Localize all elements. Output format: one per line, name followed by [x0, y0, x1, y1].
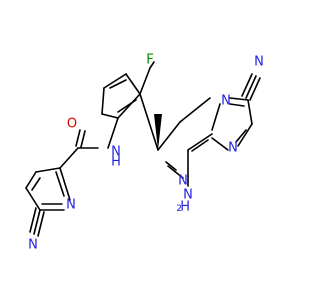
atom-n-nitrile-top: N — [254, 55, 264, 70]
atom-n-bridgehead: N — [221, 94, 231, 109]
atom-n-pyridine: N — [66, 198, 76, 213]
bond-pz-3 — [167, 165, 184, 179]
atom-f: F — [146, 53, 153, 68]
bond-co-1 — [75, 129, 81, 147]
atom-n-amide: N — [111, 145, 121, 160]
bond-im-5b — [229, 103, 245, 107]
bond-cn-top-3 — [241, 73, 253, 97]
molecule-canvas: N F O N H N N N N N H 2 N — [25, 53, 264, 253]
bond-cn-top-2 — [249, 77, 261, 101]
bond-pz-3b — [165, 161, 177, 171]
bond-im-2 — [237, 123, 253, 147]
bond-py-2 — [25, 171, 37, 189]
bond-ph-5 — [103, 73, 127, 89]
atom-nh2-n: N — [183, 188, 193, 203]
bond-pz-1b — [191, 139, 209, 152]
bond-py-5b — [55, 171, 65, 197]
atom-n-nitrile-left: N — [28, 238, 38, 253]
atom-o: O — [67, 117, 77, 132]
atom-n-imidazole: N — [228, 141, 238, 156]
bond-py-cn-2 — [29, 207, 37, 233]
bond-pz-4 — [157, 121, 181, 151]
bonds — [25, 61, 261, 237]
bond-amide-py — [59, 147, 79, 169]
bond-cn-top-1 — [245, 75, 257, 99]
atom-nh2-subscript: 2 — [176, 204, 182, 214]
bond-py-5 — [59, 167, 71, 201]
bond-im-2b — [235, 129, 247, 143]
bond-ph-2 — [117, 93, 141, 119]
atom-h-amide: H — [111, 155, 121, 170]
bond-py-cn-1 — [33, 209, 41, 235]
bond-co-2 — [80, 130, 86, 148]
bond-ph-3 — [101, 113, 119, 119]
bond-py-cn-3 — [37, 211, 45, 237]
bond-py-1 — [35, 167, 61, 173]
bond-im-3 — [211, 137, 229, 151]
molecule-structure: N F O N H N N N N N H 2 N — [25, 53, 264, 253]
bond-py-3 — [25, 187, 41, 211]
bond-pz-1 — [187, 133, 213, 151]
bond-ph-5b — [109, 79, 127, 89]
bond-cf — [149, 61, 155, 69]
bond-im-5 — [229, 97, 249, 101]
bond-ph-1 — [139, 67, 151, 95]
bond-ph-6 — [125, 73, 141, 95]
atom-n-pyrazine: N — [178, 174, 188, 189]
bond-im-1 — [247, 99, 253, 125]
bond-im-4 — [211, 103, 221, 131]
bond-methyl-wedge — [154, 114, 162, 150]
bond-ph-2b — [117, 99, 137, 113]
bond-ster-phenyl — [139, 93, 159, 151]
bond-pz-5 — [179, 97, 211, 123]
atom-labels: N F O N H N N N N N H 2 N — [28, 53, 264, 253]
atom-nh2-h: H — [180, 200, 190, 215]
bond-ph-amideN — [107, 117, 119, 149]
bond-ph-4 — [101, 87, 105, 115]
bond-py-2b — [31, 177, 41, 191]
